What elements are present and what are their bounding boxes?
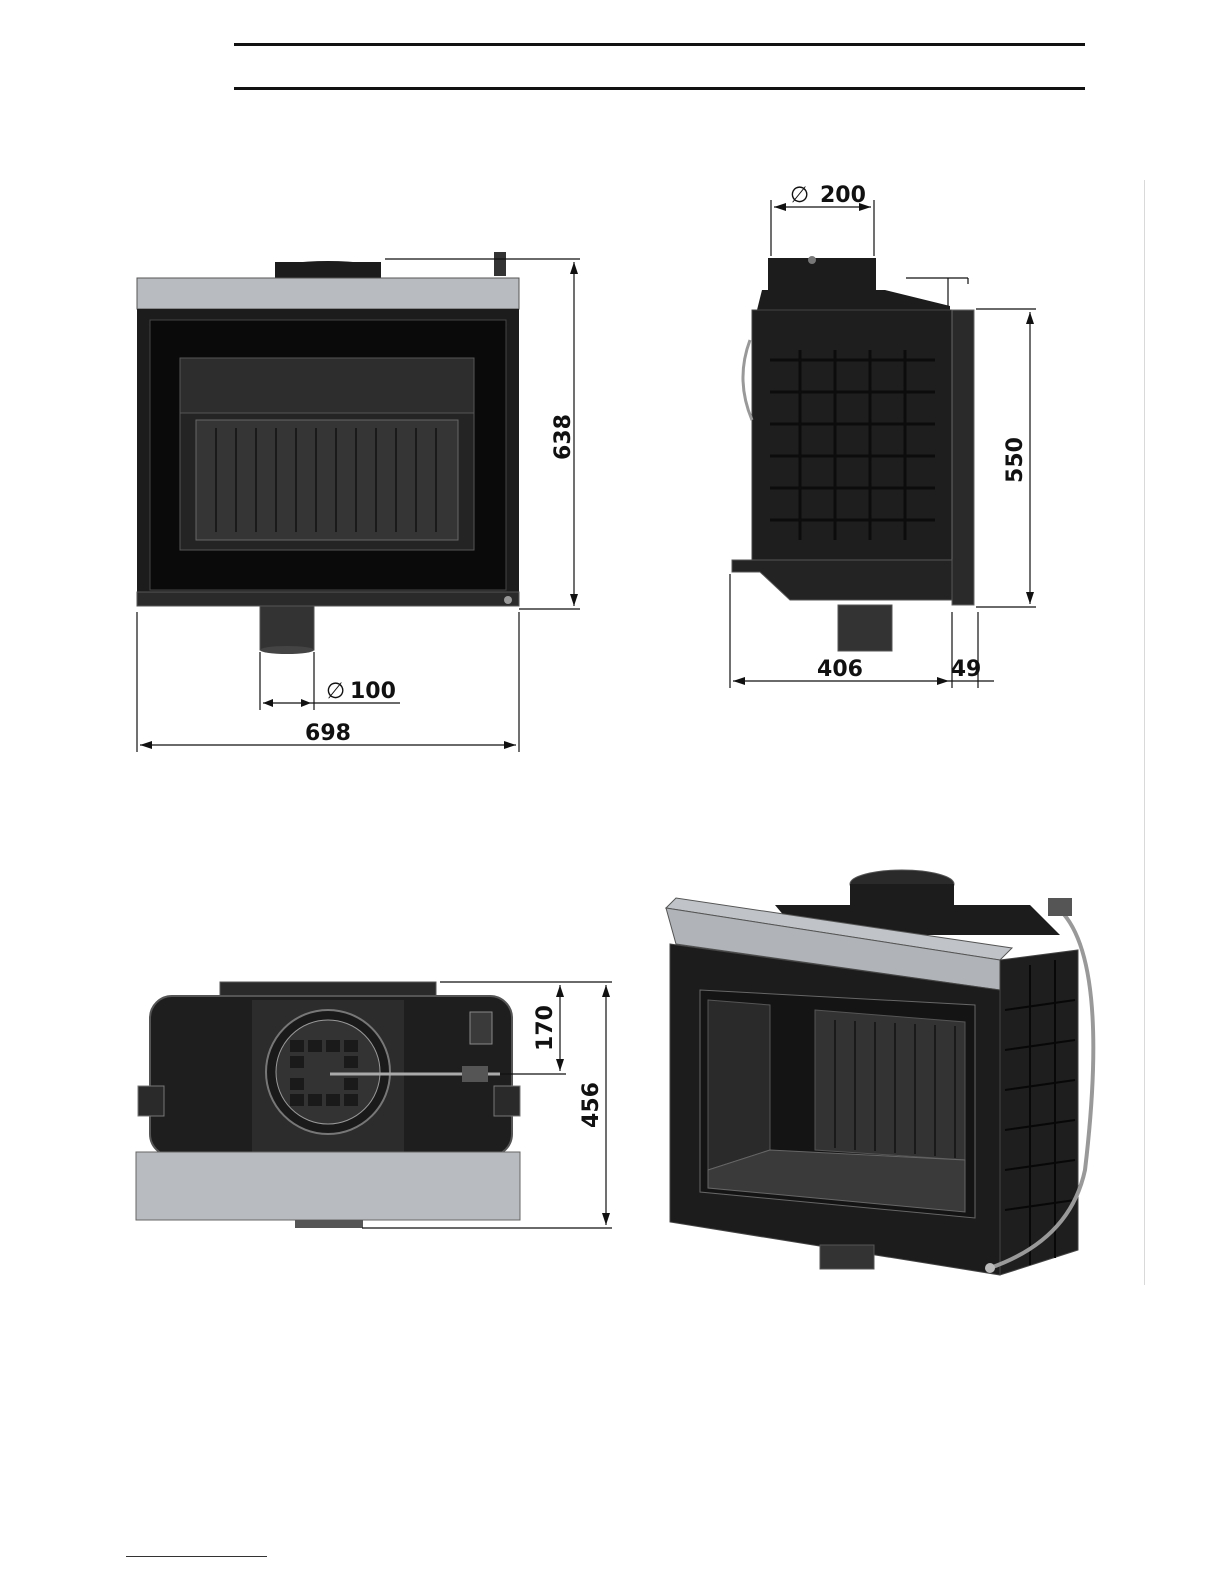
side-body [752, 310, 952, 570]
iso-cable-knob [985, 1263, 995, 1273]
front-view [137, 252, 519, 654]
iso-back-grate [815, 1010, 965, 1160]
top-galvanized-plate [136, 1152, 520, 1220]
iso-damper-handle [1048, 898, 1072, 916]
top-right-bracket [470, 1012, 492, 1044]
front-galvanized-plate [137, 278, 519, 309]
top-front-lip [295, 1220, 363, 1228]
isometric-view [666, 870, 1093, 1275]
top-damper-lever [462, 1066, 488, 1082]
side-view [732, 256, 974, 651]
iso-bottom-outlet [820, 1245, 874, 1269]
top-right-lug [494, 1086, 520, 1116]
front-damper-handle [494, 252, 506, 276]
iso-side-body [1000, 950, 1078, 1275]
front-knob [504, 596, 512, 604]
front-flue-collar-body [275, 262, 381, 278]
top-flue-inner [276, 1020, 380, 1124]
side-bottom-outlet [838, 605, 892, 651]
top-view [136, 982, 520, 1228]
dim-side-door-depth: 49 [951, 657, 982, 682]
top-left-lug [138, 1086, 164, 1116]
side-base [732, 560, 952, 600]
dim-front-height: 638 [551, 414, 576, 460]
dim-top-outlet: 200 [820, 183, 866, 208]
dim-top-offset: 170 [533, 1005, 558, 1051]
front-bottom-outlet [260, 606, 314, 650]
dim-top-depth: 456 [579, 1082, 604, 1128]
iso-left-grate [708, 1000, 770, 1170]
dim-bottom-outlet: 100 [350, 679, 396, 704]
front-bottom-rail [137, 592, 519, 606]
side-flue-pin [808, 256, 816, 264]
side-flue-collar [768, 258, 876, 292]
dim-side-height: 550 [1003, 437, 1028, 483]
side-damper-cable [743, 340, 752, 420]
front-upper-baffle [180, 358, 474, 413]
side-door [952, 310, 974, 605]
dim-side-depth: 406 [817, 657, 863, 682]
dim-front-width: 698 [305, 721, 351, 746]
dim-top-outlet-symbol: ∅ [790, 183, 809, 208]
dim-bottom-outlet-symbol: ∅ [326, 679, 345, 704]
front-bottom-outlet-rim [260, 646, 314, 654]
